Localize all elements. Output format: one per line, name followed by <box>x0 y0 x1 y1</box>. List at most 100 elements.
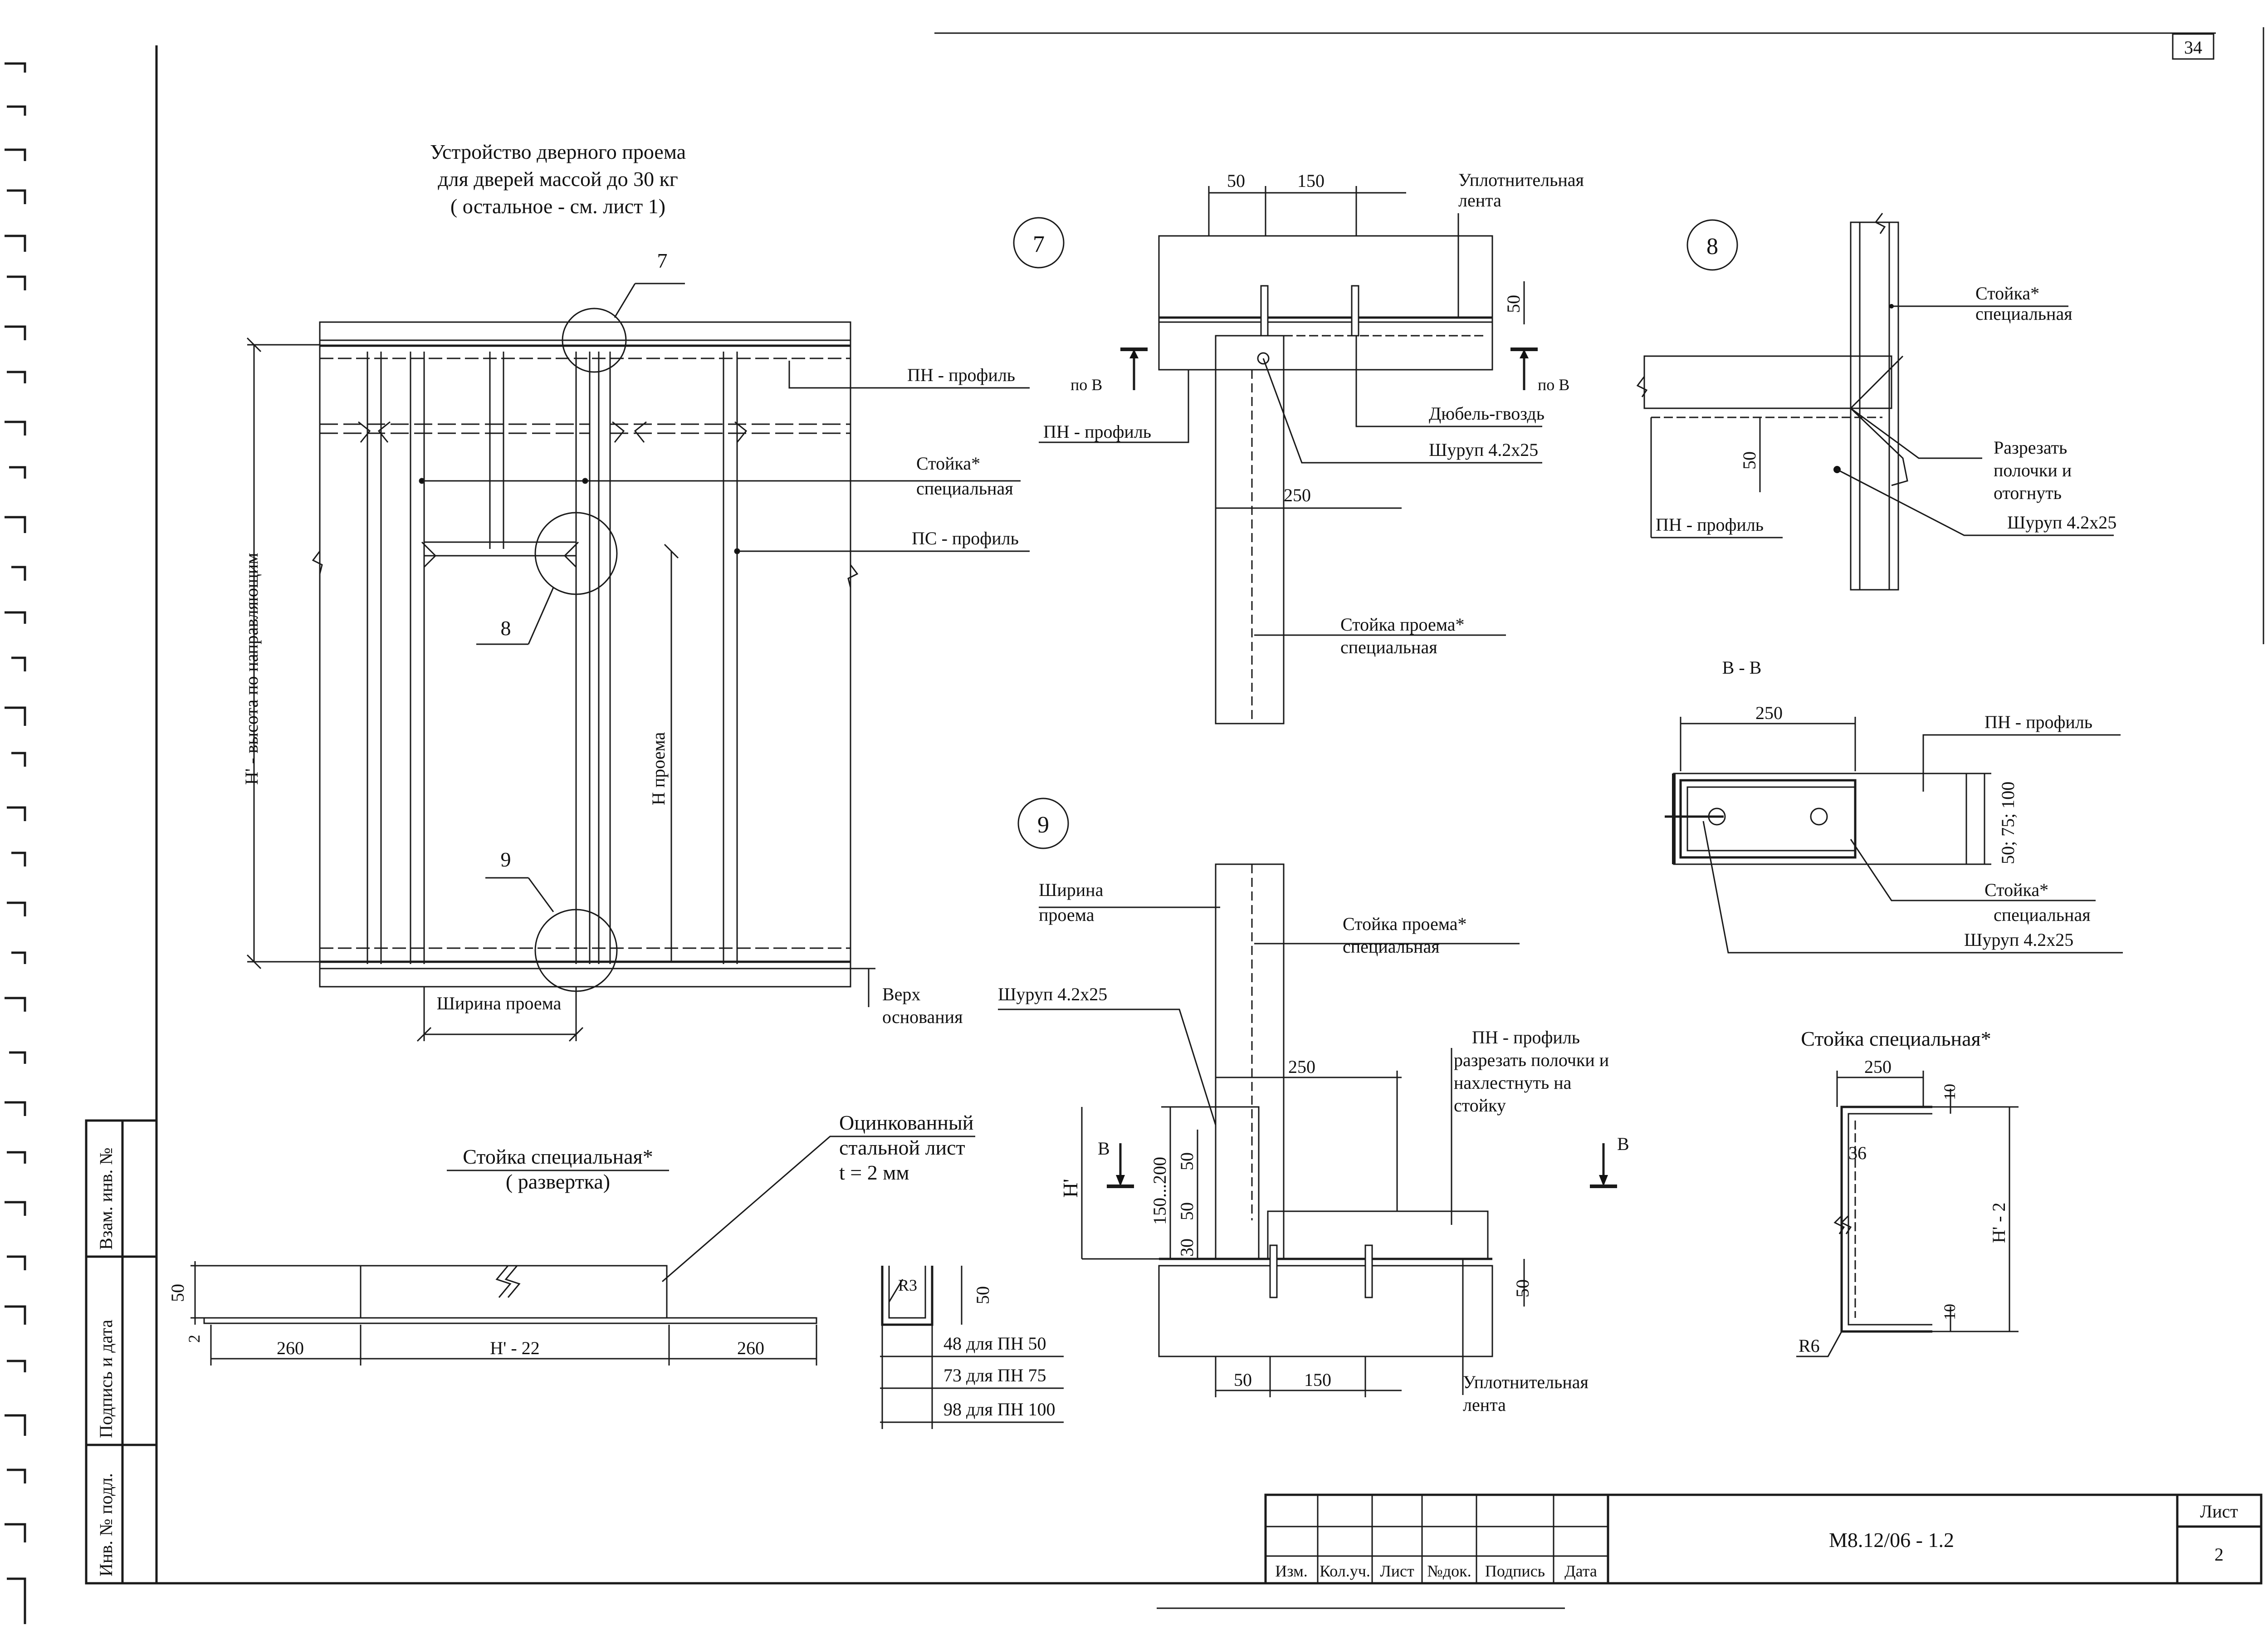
detail9-b-right: B <box>1617 1134 1629 1154</box>
detail8-cut-line2: полочки и <box>1994 460 2072 480</box>
development-dim-2: 2 <box>185 1335 203 1343</box>
section-bb-screw: Шуруп 4.2х25 <box>1964 930 2073 950</box>
development-dim-260-right: 260 <box>737 1338 764 1358</box>
stoyka-special-dim-10-top: 10 <box>1941 1084 1959 1100</box>
detail8-number: 8 <box>1706 234 1718 259</box>
detail9-pn-line4: стойку <box>1454 1095 1506 1116</box>
studs <box>367 352 738 964</box>
detail9-section-arrows <box>1107 1143 1617 1188</box>
development-title-line2: ( развертка) <box>506 1170 610 1193</box>
detail9-anchors <box>1269 1244 1373 1298</box>
detail7-stoyka-line1: Стойка проема* <box>1340 614 1465 635</box>
stoyka-special-dim-250: 250 <box>1864 1057 1892 1077</box>
stoyka-special-title: Стойка специальная* <box>1801 1027 1991 1050</box>
detail9-dim-50-a: 50 <box>1177 1152 1197 1170</box>
stamp-podpis: Подпись и дата <box>96 1320 116 1438</box>
detail7-stoyka-line2: специальная <box>1340 637 1437 657</box>
detail7-dim-50-vert: 50 <box>1503 295 1524 313</box>
main-height-label: H' - высота по направляющим <box>241 553 262 785</box>
development-row2: 73 для ПН 75 <box>943 1365 1046 1385</box>
stoyka-special-dim-h2: H' - 2 <box>1989 1203 2009 1243</box>
detail9-pn-line1: ПН - профиль <box>1472 1027 1580 1047</box>
main-view: Устройство дверного проема для дверей ма… <box>241 140 1030 1042</box>
detail9-pn-line2: разрезать полочки и <box>1454 1050 1609 1070</box>
callout-circle-8 <box>534 512 618 595</box>
main-base-top-line1: Верх <box>882 984 920 1004</box>
top-sheet-box <box>2172 33 2214 60</box>
section-bb-title: B - B <box>1722 657 1762 678</box>
detail9-stoyka-line2: специальная <box>1343 936 1440 957</box>
title-col-ndok: №док. <box>1427 1562 1471 1580</box>
stoyka-special-dim-36: 36 <box>1848 1143 1867 1163</box>
detail-9: 9 Ширина проема Шуруп 4.2х25 Стойка прое… <box>998 798 1629 1415</box>
development-view: Стойка специальная* ( развертка) Оцинков… <box>167 1111 1064 1429</box>
development-radius-r3: R3 <box>898 1276 917 1294</box>
detail7-number-circle <box>1013 217 1065 269</box>
callout-7-label: 7 <box>657 249 668 272</box>
callout-circle-7 <box>562 308 627 373</box>
development-width-table <box>880 1325 1064 1429</box>
main-opening-width: Ширина проема <box>437 993 562 1013</box>
detail9-pn-shape <box>1267 1210 1489 1260</box>
development-row3: 98 для ПН 100 <box>943 1399 1055 1419</box>
detail-8: 8 Стойка* специальная Разрезать полочки … <box>1636 213 2116 591</box>
detail7-pn-profile: ПН - профиль <box>1043 421 1151 442</box>
title-block: Изм. Кол.уч. Лист №док. Подпись Дата М8.… <box>1264 1493 2263 1585</box>
stamp-vzam: Взам. инв. № <box>96 1148 116 1250</box>
detail7-ceiling <box>1158 235 1493 323</box>
main-pn-profile: ПН - профиль <box>907 365 1015 385</box>
callout-9-label: 9 <box>501 848 511 871</box>
detail8-cut-line3: отогнуть <box>1994 483 2062 503</box>
detail8-number-circle <box>1686 219 1738 271</box>
detail7-dim-50: 50 <box>1227 171 1245 191</box>
main-ps-profile: ПС - профиль <box>912 528 1019 548</box>
section-bb-dim-vert: 50; 75; 100 <box>1998 782 2018 864</box>
development-dim-h22: H' - 22 <box>490 1338 539 1358</box>
detail8-pn-profile: ПН - профиль <box>1656 514 1764 535</box>
detail8-leaders <box>1650 305 2114 538</box>
detail7-dim-250: 250 <box>1284 485 1311 505</box>
detail9-seal-line1: Уплотнительная <box>1463 1372 1589 1392</box>
detail9-b-left: B <box>1098 1138 1110 1159</box>
title-col-data: Дата <box>1564 1562 1597 1580</box>
top-sheet-number: 34 <box>2184 37 2202 58</box>
detail9-dim-150-200: 150...200 <box>1149 1157 1170 1225</box>
detail9-number: 9 <box>1037 812 1049 838</box>
main-base-top-line2: основания <box>882 1007 963 1027</box>
section-bb: B - B 250 50; 75; 100 ПН - профиль Стойк… <box>1665 657 2123 954</box>
detail9-width-line1: Ширина <box>1039 880 1104 900</box>
development-material-line2: стальной лист <box>839 1136 965 1159</box>
main-leaders <box>419 361 1030 554</box>
binding-marks <box>5 62 26 1624</box>
development-material-line1: Оцинкованный <box>839 1111 973 1134</box>
detail-7: 7 50 150 50 250 Уплотнительная лента <box>1013 170 1584 724</box>
section-bb-stoyka-line2: специальная <box>1994 905 2091 925</box>
top-track <box>319 321 851 341</box>
detail8-pn-profile-shape <box>1643 355 1892 409</box>
section-bb-stoyka-line1: Стойка* <box>1984 880 2048 900</box>
stoyka-special-dim-10-bottom: 10 <box>1941 1304 1959 1320</box>
main-title-line2: для дверей массой до 30 кг <box>438 167 678 191</box>
detail9-h-prime: H' <box>1059 1179 1082 1198</box>
title-sheet-label: Лист <box>2200 1501 2238 1522</box>
detail9-screw: Шуруп 4.2х25 <box>998 984 1107 1004</box>
detail9-dim-50-right: 50 <box>1512 1279 1533 1297</box>
detail9-dim-50-bottom: 50 <box>1234 1370 1252 1390</box>
main-opening-height: H проема <box>648 732 669 805</box>
detail9-dim-250: 250 <box>1288 1057 1315 1077</box>
title-col-kolich: Кол.уч. <box>1320 1562 1370 1580</box>
main-title-line3: ( остальное - см. лист 1) <box>450 195 665 218</box>
development-u-profile <box>881 1266 934 1326</box>
detail7-seal-line1: Уплотнительная <box>1458 170 1584 190</box>
detail8-stoyka-line1: Стойка* <box>1975 283 2039 303</box>
detail7-section-left: по B <box>1070 376 1102 394</box>
main-title-line1: Устройство дверного проема <box>430 140 686 163</box>
title-sheet-number: 2 <box>2214 1544 2224 1565</box>
section-bb-pn: ПН - профиль <box>1984 712 2092 732</box>
detail8-stud <box>1850 221 1899 591</box>
detail9-seal-line2: лента <box>1463 1395 1506 1415</box>
detail7-stud <box>1215 369 1285 724</box>
stoyka-special-view: Стойка специальная* 250 10 36 H' - 2 10 … <box>1796 1027 2019 1357</box>
main-stoyka-line1: Стойка* <box>916 453 980 474</box>
